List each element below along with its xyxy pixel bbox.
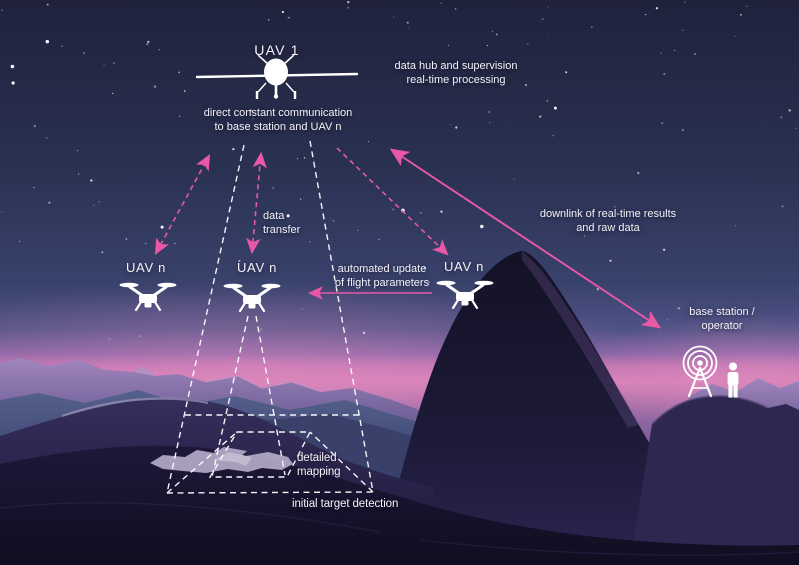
label-detailed-mapping-line1: detailed — [297, 452, 337, 464]
operator-person-icon — [727, 362, 739, 398]
label-detailed-mapping: detailed mapping — [297, 451, 341, 479]
label-direct-communication-line2: to base station and UAV n — [214, 121, 342, 133]
label-downlink-line1: downlink of real-time results — [539, 208, 677, 220]
label-data-hub-line1: data hub and supervision — [394, 60, 518, 72]
detailed-mapping-area — [166, 431, 374, 494]
label-base-station-line2: operator — [701, 320, 743, 332]
label-automated-update-line1: automated update — [337, 263, 427, 275]
label-data-transfer: data transfer — [263, 209, 300, 237]
label-uav1: UAV 1 — [254, 42, 300, 58]
label-uavn-mid: UAV n — [236, 260, 278, 275]
label-initial-target-detection: initial target detection — [292, 498, 399, 510]
label-automated-update-line2: of flight parameters — [334, 277, 430, 289]
base-station-hill — [630, 395, 799, 565]
label-detailed-mapping-line2: mapping — [297, 466, 341, 478]
base-station-antenna-icon — [682, 345, 718, 398]
label-automated-update: automated update of flight parameters — [335, 262, 429, 290]
uav1-fixed-wing-icon — [195, 54, 359, 99]
label-uavn-left: UAV n — [125, 260, 167, 275]
label-downlink-line2: and raw data — [576, 222, 640, 234]
label-uavn-right: UAV n — [443, 259, 485, 274]
arrow-comm-uavn-mid — [246, 151, 267, 255]
label-base-station-line1: base station / — [689, 306, 755, 318]
label-downlink: downlink of real-time results and raw da… — [540, 207, 676, 235]
label-data-transfer-line1: data — [263, 210, 285, 222]
foreground-dune — [0, 445, 799, 565]
label-direct-communication: direct constant communication to base st… — [204, 106, 353, 134]
uav1-scan-frustum — [166, 140, 374, 494]
label-data-transfer-line2: transfer — [263, 224, 301, 236]
label-data-hub: data hub and supervision real-time proce… — [395, 59, 518, 87]
label-direct-communication-line1: direct constant communication — [203, 107, 353, 119]
arrow-comm-uavn-left — [154, 154, 211, 255]
uavn-scan-frustum — [211, 315, 286, 478]
label-data-hub-line2: real-time processing — [406, 74, 506, 86]
label-base-station: base station / operator — [689, 305, 754, 333]
initial-detection-area — [166, 414, 374, 494]
arrow-downlink-base-station — [389, 148, 662, 329]
